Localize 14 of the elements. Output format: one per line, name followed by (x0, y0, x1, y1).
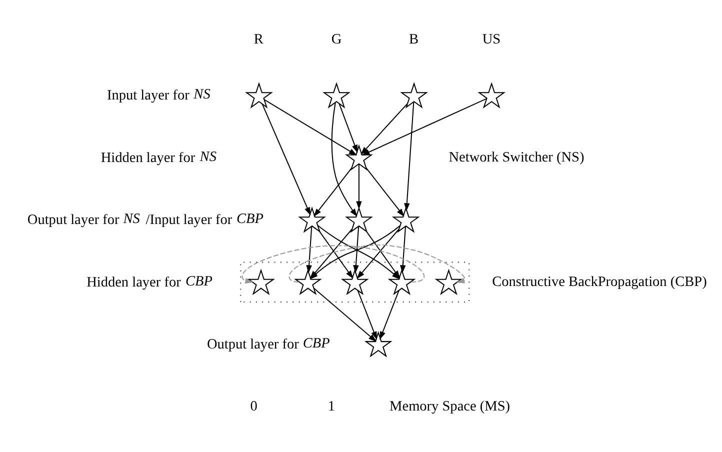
node-label: G (331, 31, 342, 48)
label: Output layer for NS /Input layer for CBP (27, 210, 264, 228)
label: 0 (250, 398, 258, 414)
label: Output layer for CBP (206, 335, 330, 352)
node-label: R (254, 31, 264, 48)
label: 1 (328, 398, 335, 414)
node-label: US (482, 31, 501, 48)
label: Hidden layer for CBP (86, 272, 212, 290)
label: Hidden layer for NS (100, 148, 216, 166)
label: Input layer for NS (106, 86, 210, 104)
label: Network Switcher (NS) (448, 148, 584, 165)
label: Constructive BackPropagation (CBP) (492, 273, 707, 290)
label: Memory Space (MS) (390, 398, 510, 414)
node-label: B (408, 31, 418, 48)
